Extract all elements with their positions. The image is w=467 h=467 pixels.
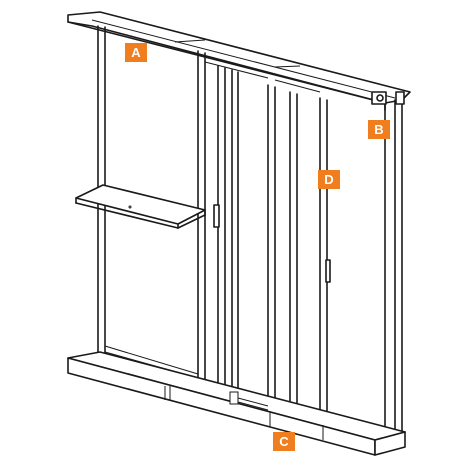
mid-upright-1 (197, 50, 239, 405)
top-rail (67, 11, 411, 111)
callout-c: C (273, 432, 295, 451)
bracket-detail (371, 91, 405, 105)
base-plinth (67, 351, 406, 456)
shelf (75, 184, 206, 229)
door-handle-left (213, 204, 220, 228)
callout-b: B (368, 120, 390, 139)
mid-upright-2 (267, 84, 328, 425)
frame-ties (104, 61, 321, 379)
right-upright (384, 95, 403, 441)
door-handle-right (325, 259, 331, 283)
callout-d: D (318, 170, 340, 189)
callout-a: A (125, 43, 147, 62)
